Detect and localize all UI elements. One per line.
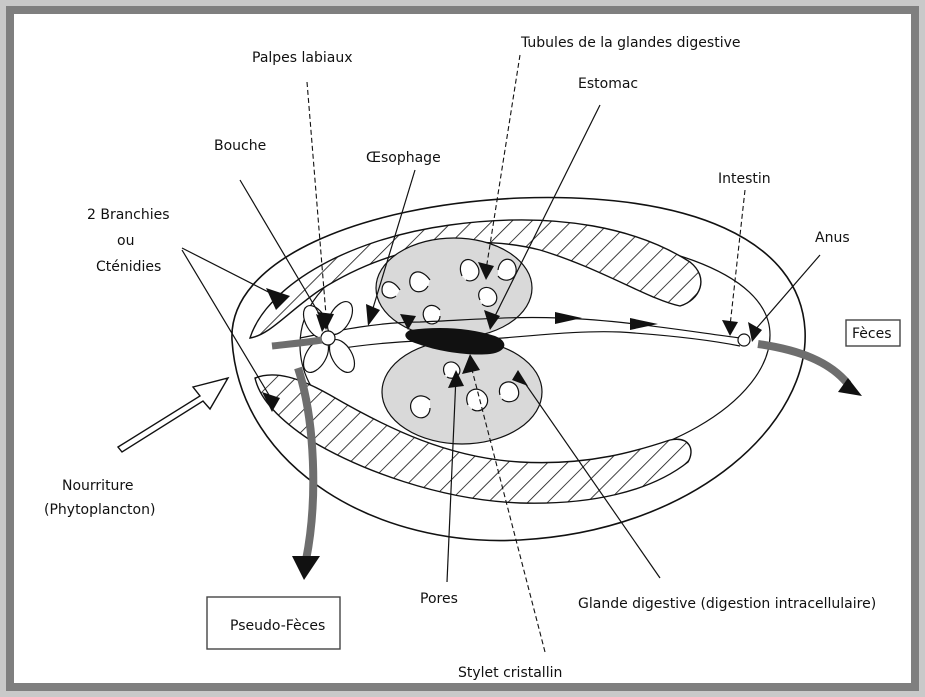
label-intestin: Intestin [718,171,771,187]
label-oesophage: Œsophage [366,150,441,166]
label-nourriture: Nourriture [62,478,134,494]
label-palpes-labiaux: Palpes labiaux [252,50,353,66]
label-pores: Pores [420,591,458,607]
digestive-tract-lower [330,332,740,350]
pseudo-feces-arrowhead [292,556,320,580]
label-pseudo-feces: Pseudo-Fèces [230,618,325,634]
label-estomac: Estomac [578,76,638,92]
label-phytoplancton: (Phytoplancton) [44,502,155,518]
label-stylet-cristallin: Stylet cristallin [458,665,562,681]
label-glande-digestive: Glande digestive (digestion intracellula… [578,596,876,612]
label-anus: Anus [815,230,850,246]
food-intake-arrow [118,378,228,452]
label-branchies-line1: 2 Branchies [87,207,170,223]
anus-shape [738,334,750,346]
label-branchies-line2: ou [117,233,134,249]
label-feces: Fèces [852,326,892,342]
label-branchies-line3: Cténidies [96,259,161,275]
feces-arrow [758,344,848,384]
digestive-tract [300,317,740,338]
label-bouche: Bouche [214,138,266,154]
label-tubules: Tubules de la glandes digestive [520,35,741,51]
